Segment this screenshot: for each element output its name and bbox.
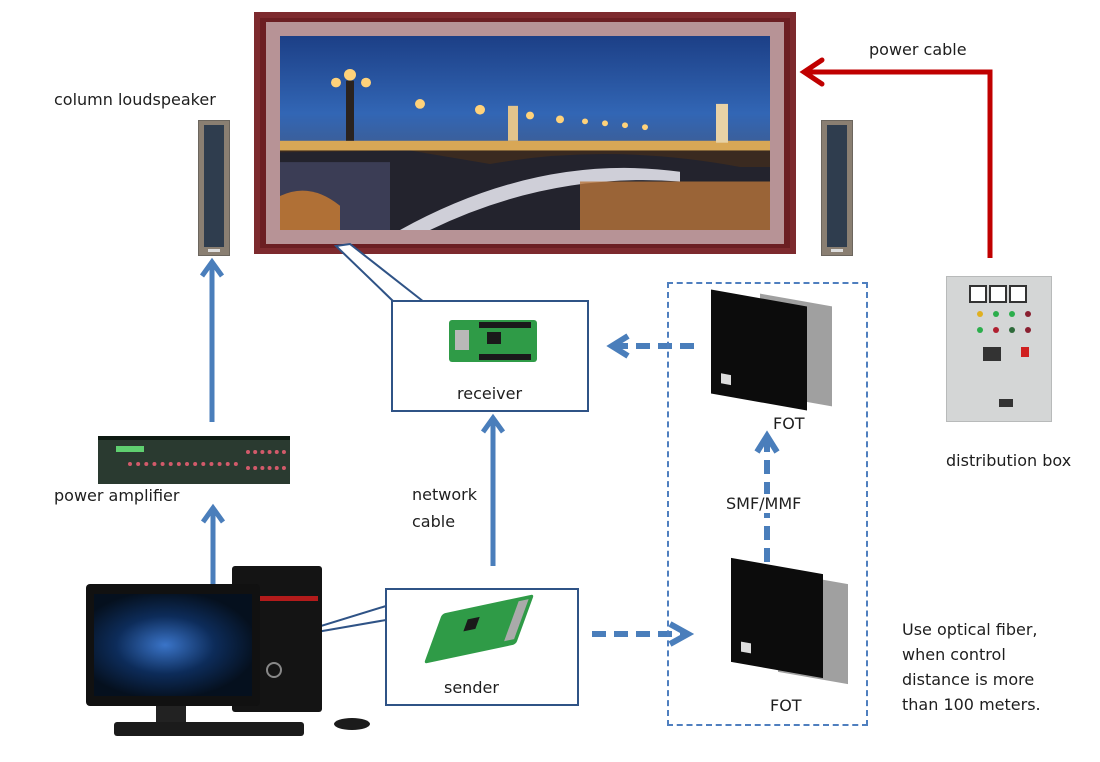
meter-icon <box>1009 285 1027 303</box>
speaker-badge <box>831 249 843 252</box>
distribution-box-label: distribution box <box>946 451 1072 470</box>
network-cable-arrow <box>480 413 506 566</box>
bridge-illustration <box>280 68 770 230</box>
meter-icon <box>989 285 1007 303</box>
note-line-3: distance is more <box>902 670 1035 689</box>
optical-fiber-group <box>667 282 868 726</box>
receiver-callout-pointer <box>333 242 425 303</box>
smf-mmf-label: SMF/MMF <box>726 494 802 513</box>
tower-stripe <box>236 596 318 601</box>
meter-icon <box>969 285 987 303</box>
speaker-grill <box>204 125 224 247</box>
column-loudspeaker-label: column loudspeaker <box>54 90 216 109</box>
note-line-2: when control <box>902 645 1006 664</box>
note-line-4: than 100 meters. <box>902 695 1041 714</box>
speaker-grill <box>827 125 847 247</box>
fot-bottom-device <box>731 557 823 679</box>
power-cable-label: power cable <box>869 40 967 59</box>
column-loudspeaker-right <box>821 120 853 256</box>
led-display-screen <box>254 12 796 254</box>
mouse <box>334 718 370 730</box>
column-loudspeaker-left <box>198 120 230 256</box>
sender-callout: sender <box>385 588 579 706</box>
power-amplifier-label: power amplifier <box>54 486 180 505</box>
sender-label: sender <box>444 678 499 697</box>
screen-content-bridge-image <box>280 36 770 230</box>
receiver-card-icon <box>449 320 537 362</box>
fot-top-device <box>711 289 807 411</box>
fot-bottom-label: FOT <box>770 696 802 715</box>
network-cable-label-line2: cable <box>412 512 456 531</box>
computer-to-amplifier-arrow <box>200 503 226 588</box>
monitor-screen <box>94 594 252 696</box>
power-cable-line <box>799 57 993 258</box>
power-amplifier-device <box>98 436 290 484</box>
fot-to-receiver-dashed-arrow <box>606 333 694 359</box>
receiver-callout: receiver <box>391 300 589 412</box>
receiver-label: receiver <box>457 384 523 403</box>
speaker-badge <box>208 249 220 252</box>
fot-top-label: FOT <box>773 414 805 433</box>
amplifier-to-speaker-arrow <box>199 257 225 422</box>
distribution-box-device <box>946 276 1052 422</box>
screen-bezel <box>266 22 784 244</box>
keyboard <box>114 722 304 736</box>
sender-card-icon <box>423 594 535 664</box>
note-line-1: Use optical fiber, <box>902 620 1038 639</box>
network-cable-label-line1: network <box>412 485 477 504</box>
smf-mmf-dashed-arrow <box>754 430 780 562</box>
computer-monitor <box>86 584 260 706</box>
monitor-stand <box>156 706 186 722</box>
